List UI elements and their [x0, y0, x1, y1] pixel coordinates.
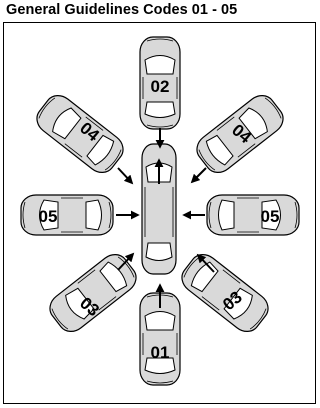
car-lower-right: 03 — [176, 249, 273, 337]
center-car — [142, 144, 176, 274]
code-bottom: 01 — [151, 343, 170, 362]
car-upper-left: 04 — [31, 90, 132, 183]
car-upper-right: 04 — [191, 90, 288, 182]
car-right: 05 — [184, 195, 299, 235]
code-right: 05 — [261, 207, 280, 226]
car-lower-left: 03 — [44, 249, 141, 337]
code-top: 02 — [151, 77, 170, 96]
arrow-upper-left — [118, 168, 132, 183]
arrow-upper-right — [192, 168, 206, 182]
car-top: 02 — [140, 37, 180, 147]
code-left: 05 — [39, 207, 58, 226]
car-bottom: 01 — [140, 285, 180, 385]
car-left: 05 — [21, 195, 138, 235]
